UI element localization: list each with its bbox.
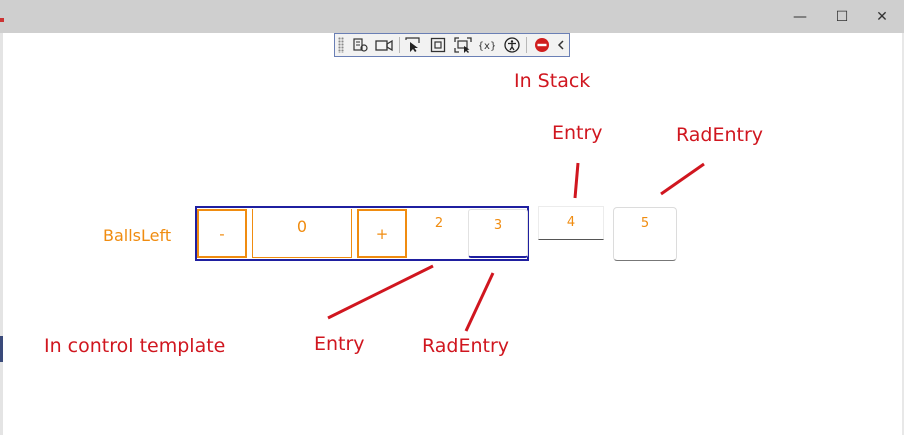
annotation-entry-top: Entry: [552, 122, 603, 144]
display-adorners-button[interactable]: [429, 36, 448, 54]
maximize-button[interactable]: ☐: [822, 4, 862, 30]
arrow-radentry-bottom: [464, 272, 495, 332]
annotation-in-control-template: In control template: [44, 335, 226, 357]
balls-left-label: BallsLeft: [103, 226, 172, 245]
template-radentry-3[interactable]: 3: [468, 209, 528, 258]
right-window-edge: [902, 33, 904, 435]
binding-failures-icon: {x}: [479, 41, 495, 52]
toolbar-separator: [398, 37, 400, 53]
select-element-button[interactable]: [405, 36, 424, 54]
decrement-button[interactable]: -: [197, 209, 247, 258]
toolbar-separator: [526, 37, 528, 53]
close-icon: ✕: [876, 9, 888, 25]
control-template-frame: [195, 206, 529, 261]
toolbar-grip[interactable]: [338, 37, 344, 53]
display-layout-adorners-icon: [375, 39, 394, 52]
annotation-radentry-bottom: RadEntry: [422, 335, 510, 357]
arrow-radentry-top: [660, 162, 705, 196]
track-focus-button[interactable]: [454, 36, 473, 54]
increment-button[interactable]: +: [357, 209, 407, 258]
annotation-entry-bottom: Entry: [314, 333, 365, 355]
minimize-button[interactable]: —: [780, 4, 820, 30]
edge-mark: [0, 18, 4, 22]
go-to-live-visual-tree-button[interactable]: [351, 36, 370, 54]
entry-4-text: 4: [566, 215, 576, 230]
hide-toolbar-icon: [534, 38, 549, 52]
binding-failures-button[interactable]: {x}: [478, 36, 497, 54]
svg-text:{x}: {x}: [479, 41, 495, 52]
edge-mark: [0, 336, 3, 362]
accessibility-checker-icon: [504, 37, 520, 53]
arrow-entry-bottom: [327, 264, 434, 320]
hide-toolbar-button[interactable]: [532, 36, 551, 54]
close-button[interactable]: ✕: [862, 4, 902, 30]
go-to-live-visual-tree-icon: [353, 38, 368, 52]
collapse-chevron-icon: [558, 40, 564, 50]
arrow-entry-top: [573, 162, 580, 199]
stack-entry-4[interactable]: 4: [538, 206, 604, 240]
radentry-3-text: 3: [493, 218, 503, 233]
template-entry-2[interactable]: 2: [434, 216, 444, 231]
track-focus-icon: [454, 37, 472, 53]
radentry-5-text: 5: [640, 216, 650, 231]
left-window-edge: [0, 33, 3, 435]
minimize-icon: —: [793, 9, 807, 25]
accessibility-checker-button[interactable]: [503, 36, 522, 54]
annotation-radentry-top: RadEntry: [676, 124, 764, 146]
window-titlebar: — ☐ ✕: [0, 0, 904, 33]
xaml-debug-toolbar: {x}: [334, 33, 570, 57]
select-element-icon: [405, 37, 420, 52]
maximize-icon: ☐: [835, 9, 849, 25]
display-adorners-icon: [431, 37, 446, 53]
annotation-in-stack: In Stack: [514, 70, 591, 92]
stack-radentry-5[interactable]: 5: [613, 207, 677, 261]
collapse-toolbar-button[interactable]: [557, 36, 566, 54]
display-layout-adorners-button[interactable]: [375, 36, 394, 54]
value-entry[interactable]: 0: [252, 209, 352, 258]
